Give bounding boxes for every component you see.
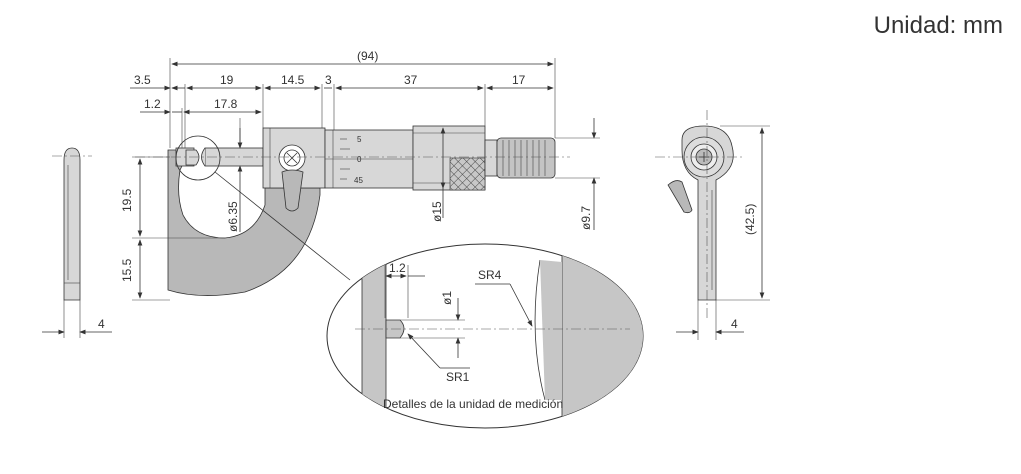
dim-1-2: 1.2 [144,97,161,111]
scale-0: 0 [357,155,362,164]
left-dimensions: 19.5 15.5 ø6.35 ø15 ø9.7 [120,118,600,301]
dim-14-5: 14.5 [281,73,305,87]
detail-view: 1.2 ø1 SR4 SR1 Detalles de la unidad de … [326,243,644,429]
main-view: 5 0 45 [135,125,570,296]
scale-45: 45 [354,176,363,185]
dim-37: 37 [404,73,418,87]
left-side-view: 4 [42,147,112,338]
dim-6-35: ø6.35 [226,201,240,232]
dim-17: 17 [512,73,526,87]
dim-4-left: 4 [98,317,105,331]
detail-dim-1: ø1 [440,291,454,305]
detail-sr1: SR1 [446,370,470,384]
top-dimensions: (94) 3.5 19 14.5 3 37 17 1.2 17.8 [130,49,556,148]
dim-total: (94) [357,49,378,63]
dim-4-right: 4 [731,317,738,331]
dim-15: ø15 [430,201,444,222]
dim-19: 19 [220,73,234,87]
detail-dim-1-2: 1.2 [389,261,406,275]
detail-caption: Detalles de la unidad de medición [383,397,563,411]
dim-19-5: 19.5 [120,188,134,212]
dim-3: 3 [325,73,332,87]
dim-42-5: (42.5) [743,204,757,235]
unit-label: Unidad: mm [873,12,1003,39]
scale-5: 5 [357,135,362,144]
detail-sr4: SR4 [478,268,502,282]
dim-9-7: ø9.7 [579,206,593,230]
right-end-view: (42.5) 4 [655,110,770,340]
dim-17-8: 17.8 [214,97,238,111]
dim-15-5: 15.5 [120,258,134,282]
dim-3-5: 3.5 [134,73,151,87]
